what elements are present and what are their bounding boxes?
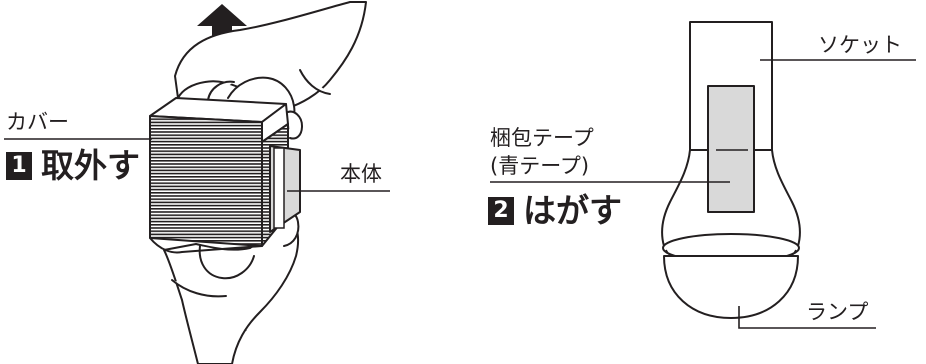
step-2-instruction: 2 はがす [488,194,622,227]
tape-label-line2: (青テープ) [490,154,590,178]
cover-box [149,97,301,254]
cover-label: カバー [6,110,69,134]
leader-lines-left [4,138,390,192]
lamp-label: ランプ [806,300,869,324]
leader-lines-right [490,59,916,329]
tape-label-line1: 梱包テープ [490,126,594,150]
packing-tape [707,85,755,213]
lamp-bulb [663,255,799,319]
lamp-assembly [661,21,801,319]
step-1-number-badge: 1 [6,151,32,180]
body-label: 本体 [340,162,382,186]
arrow-up-icon [197,4,247,48]
step-2-action: はがす [523,191,622,230]
step-1-action: 取外す [41,146,140,185]
step-2-number-badge: 2 [488,196,514,225]
socket-label: ソケット [818,33,902,57]
step-1-instruction: 1 取外す [6,149,140,182]
